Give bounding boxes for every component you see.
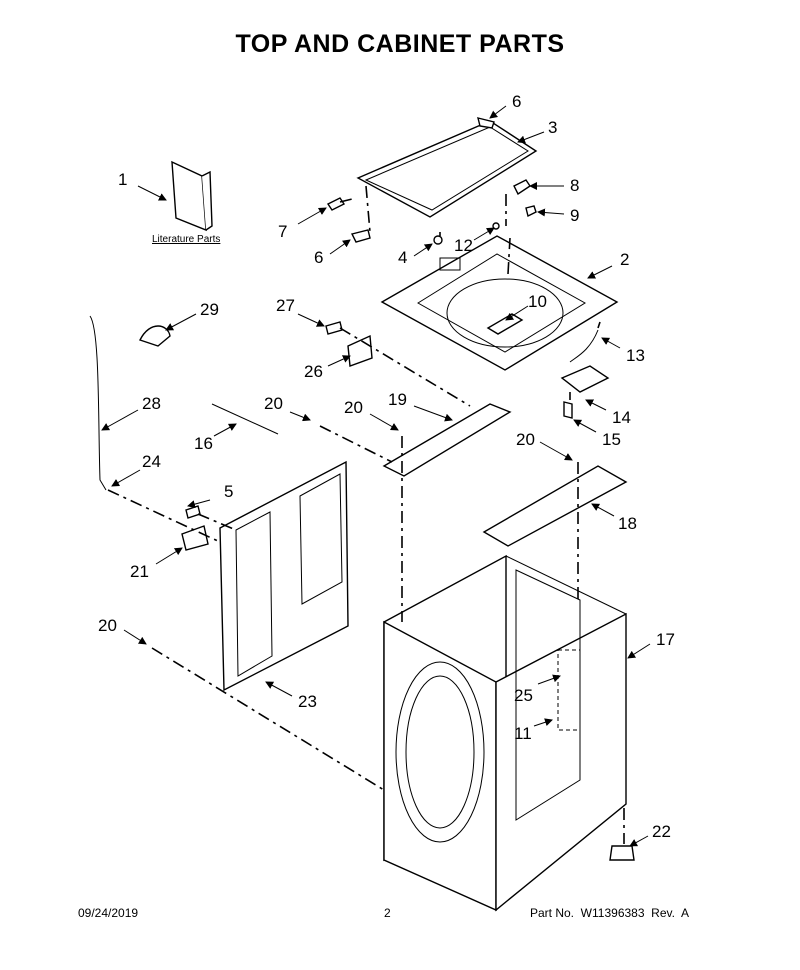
callout-20-left: 20 (264, 394, 283, 413)
callout-17: 17 (656, 630, 675, 649)
leveling-foot-22 (609, 845, 635, 861)
page-title: TOP AND CABINET PARTS (235, 30, 565, 58)
callout-16: 16 (194, 434, 213, 453)
callout-23: 23 (298, 692, 317, 711)
callout-5: 5 (224, 482, 234, 501)
callout-11: 11 (514, 724, 532, 743)
callout-4: 4 (398, 248, 408, 267)
callout-25: 25 (514, 686, 533, 705)
screw-9 (525, 205, 537, 218)
callout-2: 2 (620, 250, 630, 269)
callout-7: 7 (278, 222, 288, 241)
rod-16 (211, 403, 279, 435)
harness-13 (569, 329, 599, 363)
screw-27 (325, 321, 343, 335)
callout-20-center: 20 (344, 398, 363, 417)
callout-29: 29 (200, 300, 219, 319)
callout-leaders (101, 105, 651, 847)
footer-part-number: Part No. W11396383 Rev. A (530, 906, 689, 920)
callout-24: 24 (142, 452, 161, 471)
callout-12: 12 (454, 236, 473, 255)
callout-26: 26 (304, 362, 323, 381)
hose-elbow-29 (139, 325, 171, 347)
callout-1: 1 (118, 170, 128, 189)
washer-lid (356, 120, 538, 218)
callout-8: 8 (570, 176, 580, 195)
screw-7 (326, 197, 346, 211)
rear-support-19 (382, 403, 512, 477)
footer-date: 09/24/2019 (78, 906, 139, 920)
callout-28: 28 (142, 394, 161, 413)
rear-panel-23 (219, 460, 349, 692)
callout-20-lower: 20 (98, 616, 117, 635)
side-bracket-18 (482, 465, 628, 547)
callout-13: 13 (626, 346, 645, 365)
callout-21: 21 (130, 562, 149, 581)
hinge-6-lower (350, 229, 371, 243)
assembly-lines (107, 185, 625, 844)
literature-parts-label: Literature Parts (152, 234, 221, 245)
callout-18: 18 (618, 514, 637, 533)
lid-switch (513, 179, 531, 196)
callout-19: 19 (388, 390, 407, 409)
callout-15: 15 (602, 430, 621, 449)
callout-22: 22 (652, 822, 671, 841)
screw-5 (185, 505, 201, 519)
callout-20-right: 20 (516, 430, 535, 449)
top-panel (380, 235, 619, 371)
screw-15 (563, 401, 573, 419)
callout-3: 3 (548, 118, 558, 137)
bumper-4 (433, 235, 443, 245)
callout-6-lower: 6 (314, 248, 324, 267)
callout-27: 27 (276, 296, 295, 315)
hinge-6-upper (477, 117, 495, 129)
footer-page-number: 2 (384, 906, 391, 920)
water-inlet-21 (181, 525, 209, 551)
callout-6-upper: 6 (512, 92, 522, 111)
callout-10: 10 (528, 292, 547, 311)
callout-14: 14 (612, 408, 631, 427)
drain-hose-28 (89, 315, 107, 491)
callout-9: 9 (570, 206, 580, 225)
cabinet-17 (383, 554, 627, 912)
literature-parts-booklet (171, 160, 213, 232)
bracket-26 (347, 334, 373, 367)
control-14 (560, 365, 610, 393)
